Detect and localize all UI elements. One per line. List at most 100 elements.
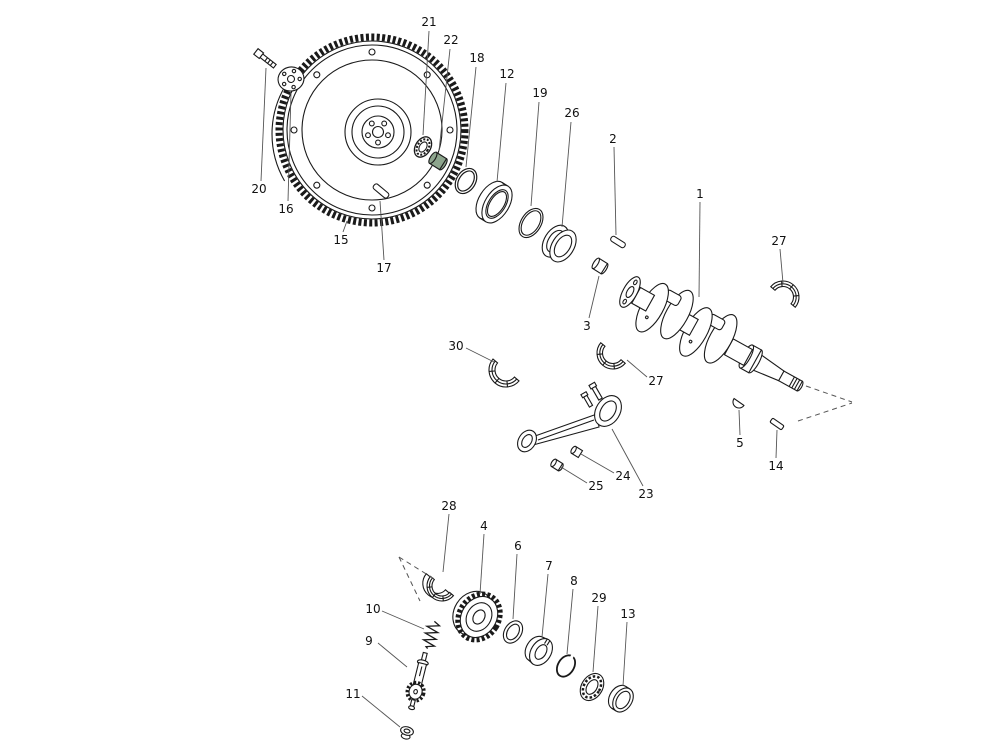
leader-line-2 xyxy=(613,146,617,236)
part-10-spring xyxy=(421,620,442,649)
part-27-bearing-shell-lower xyxy=(596,341,627,370)
gear-teeth xyxy=(455,591,503,643)
leader-line-21 xyxy=(422,30,430,136)
rod-big-end xyxy=(594,395,622,427)
leader-line-27 xyxy=(626,359,648,378)
part-22-bushing-green xyxy=(428,151,448,171)
rod-bolt xyxy=(580,390,594,408)
part-callout-24: 24 xyxy=(615,469,630,483)
leader-line-26 xyxy=(561,121,572,228)
part-callout-30: 30 xyxy=(448,339,463,353)
part-callout-19: 19 xyxy=(532,86,547,100)
crank-web xyxy=(703,314,738,364)
part-14-key xyxy=(769,417,785,431)
part-callout-18: 18 xyxy=(469,51,484,65)
part-11-nut xyxy=(400,726,414,740)
flywheel-face-ring xyxy=(301,59,443,201)
leader-line-9 xyxy=(377,642,408,668)
part-27-bearing-shell-upper xyxy=(769,280,800,309)
part-callout-14: 14 xyxy=(768,459,783,473)
part-12-seal-ring xyxy=(475,180,513,224)
part-callout-2: 2 xyxy=(609,132,617,146)
part-callout-26: 26 xyxy=(564,106,579,120)
flywheel-rim-depth-arc xyxy=(271,86,286,182)
part-callout-28: 28 xyxy=(441,499,456,513)
part-23-connecting-rod xyxy=(517,381,622,453)
part-callout-12: 12 xyxy=(499,67,514,81)
part-18-o-ring xyxy=(454,167,478,195)
leader-line-7 xyxy=(541,573,549,638)
flywheel-rim-inner xyxy=(286,44,458,216)
part-callout-16: 16 xyxy=(278,202,293,216)
part-callout-11: 11 xyxy=(345,687,360,701)
part-13-ring xyxy=(607,684,634,713)
part-15-flywheel xyxy=(271,33,469,227)
part-callout-1: 1 xyxy=(696,187,704,201)
part-callout-13: 13 xyxy=(620,607,635,621)
flywheel-hub xyxy=(344,98,412,166)
leader-line-1 xyxy=(698,201,701,298)
flywheel-rim xyxy=(282,40,462,220)
part-26-bearing-pair xyxy=(541,224,577,263)
part-29-ball-bearing xyxy=(579,672,605,702)
leader-line-12 xyxy=(496,82,507,183)
leader-line-14 xyxy=(775,429,778,459)
leader-line-6 xyxy=(512,553,518,620)
leader-line-16 xyxy=(287,92,292,202)
part-callout-25: 25 xyxy=(588,479,603,493)
part-6-ring xyxy=(502,620,524,644)
part-callout-6: 6 xyxy=(514,539,522,553)
part-callout-27: 27 xyxy=(648,374,663,388)
part-callout-23: 23 xyxy=(638,487,653,501)
assembly-axis-dashed xyxy=(398,385,853,602)
part-callout-8: 8 xyxy=(570,574,578,588)
part-callout-4: 4 xyxy=(480,519,488,533)
leader-line-8 xyxy=(566,588,574,655)
part-4-timing-gear xyxy=(452,590,503,643)
part-callout-7: 7 xyxy=(545,559,553,573)
part-24-rod-nut xyxy=(570,445,584,459)
flywheel-bolt-holes xyxy=(290,48,454,212)
part-callout-3: 3 xyxy=(583,319,591,333)
part-20-bolt xyxy=(252,47,277,69)
rod-small-end xyxy=(517,429,537,453)
part-19-ring xyxy=(518,207,544,239)
part-25-small-bushing xyxy=(550,458,564,472)
leader-line-17 xyxy=(379,200,385,261)
leader-line-24 xyxy=(580,453,615,474)
leader-line-13 xyxy=(622,621,628,687)
part-17-dowel-pin xyxy=(372,183,390,199)
part-9-drive-shaft xyxy=(405,651,429,711)
leader-line-28 xyxy=(442,513,450,573)
part-callout-15: 15 xyxy=(333,233,348,247)
leader-line-4 xyxy=(479,533,485,595)
part-1-crankshaft xyxy=(619,276,804,392)
part-21-pilot-bearing xyxy=(413,136,433,158)
part-callout-17: 17 xyxy=(376,261,391,275)
leader-line-18 xyxy=(465,66,477,168)
leader-line-22 xyxy=(438,48,451,152)
part-callout-5: 5 xyxy=(736,436,744,450)
leader-line-11 xyxy=(361,695,401,728)
part-30-bearing-shell xyxy=(488,358,520,388)
part-callout-9: 9 xyxy=(365,634,373,648)
leader-line-3 xyxy=(588,275,600,319)
part-3-bushing xyxy=(591,257,609,275)
leader-line-25 xyxy=(560,466,588,484)
leader-line-29 xyxy=(592,605,599,673)
part-16-flange-plate xyxy=(277,66,305,92)
leader-line-23 xyxy=(611,428,644,487)
part-callout-29: 29 xyxy=(591,591,606,605)
leader-line-30 xyxy=(465,347,495,363)
part-7-seal-housing xyxy=(524,635,553,666)
leader-line-10 xyxy=(381,610,425,630)
leader-line-19 xyxy=(530,101,540,207)
callout-layer: 2016151721221812192621273302751424252328… xyxy=(251,15,787,728)
leader-line-5 xyxy=(738,409,741,436)
part-28-bearing-shell xyxy=(422,572,455,602)
part-2-pin xyxy=(610,235,626,249)
part-8-snap-ring xyxy=(555,653,577,678)
leader-line-15 xyxy=(342,220,348,233)
